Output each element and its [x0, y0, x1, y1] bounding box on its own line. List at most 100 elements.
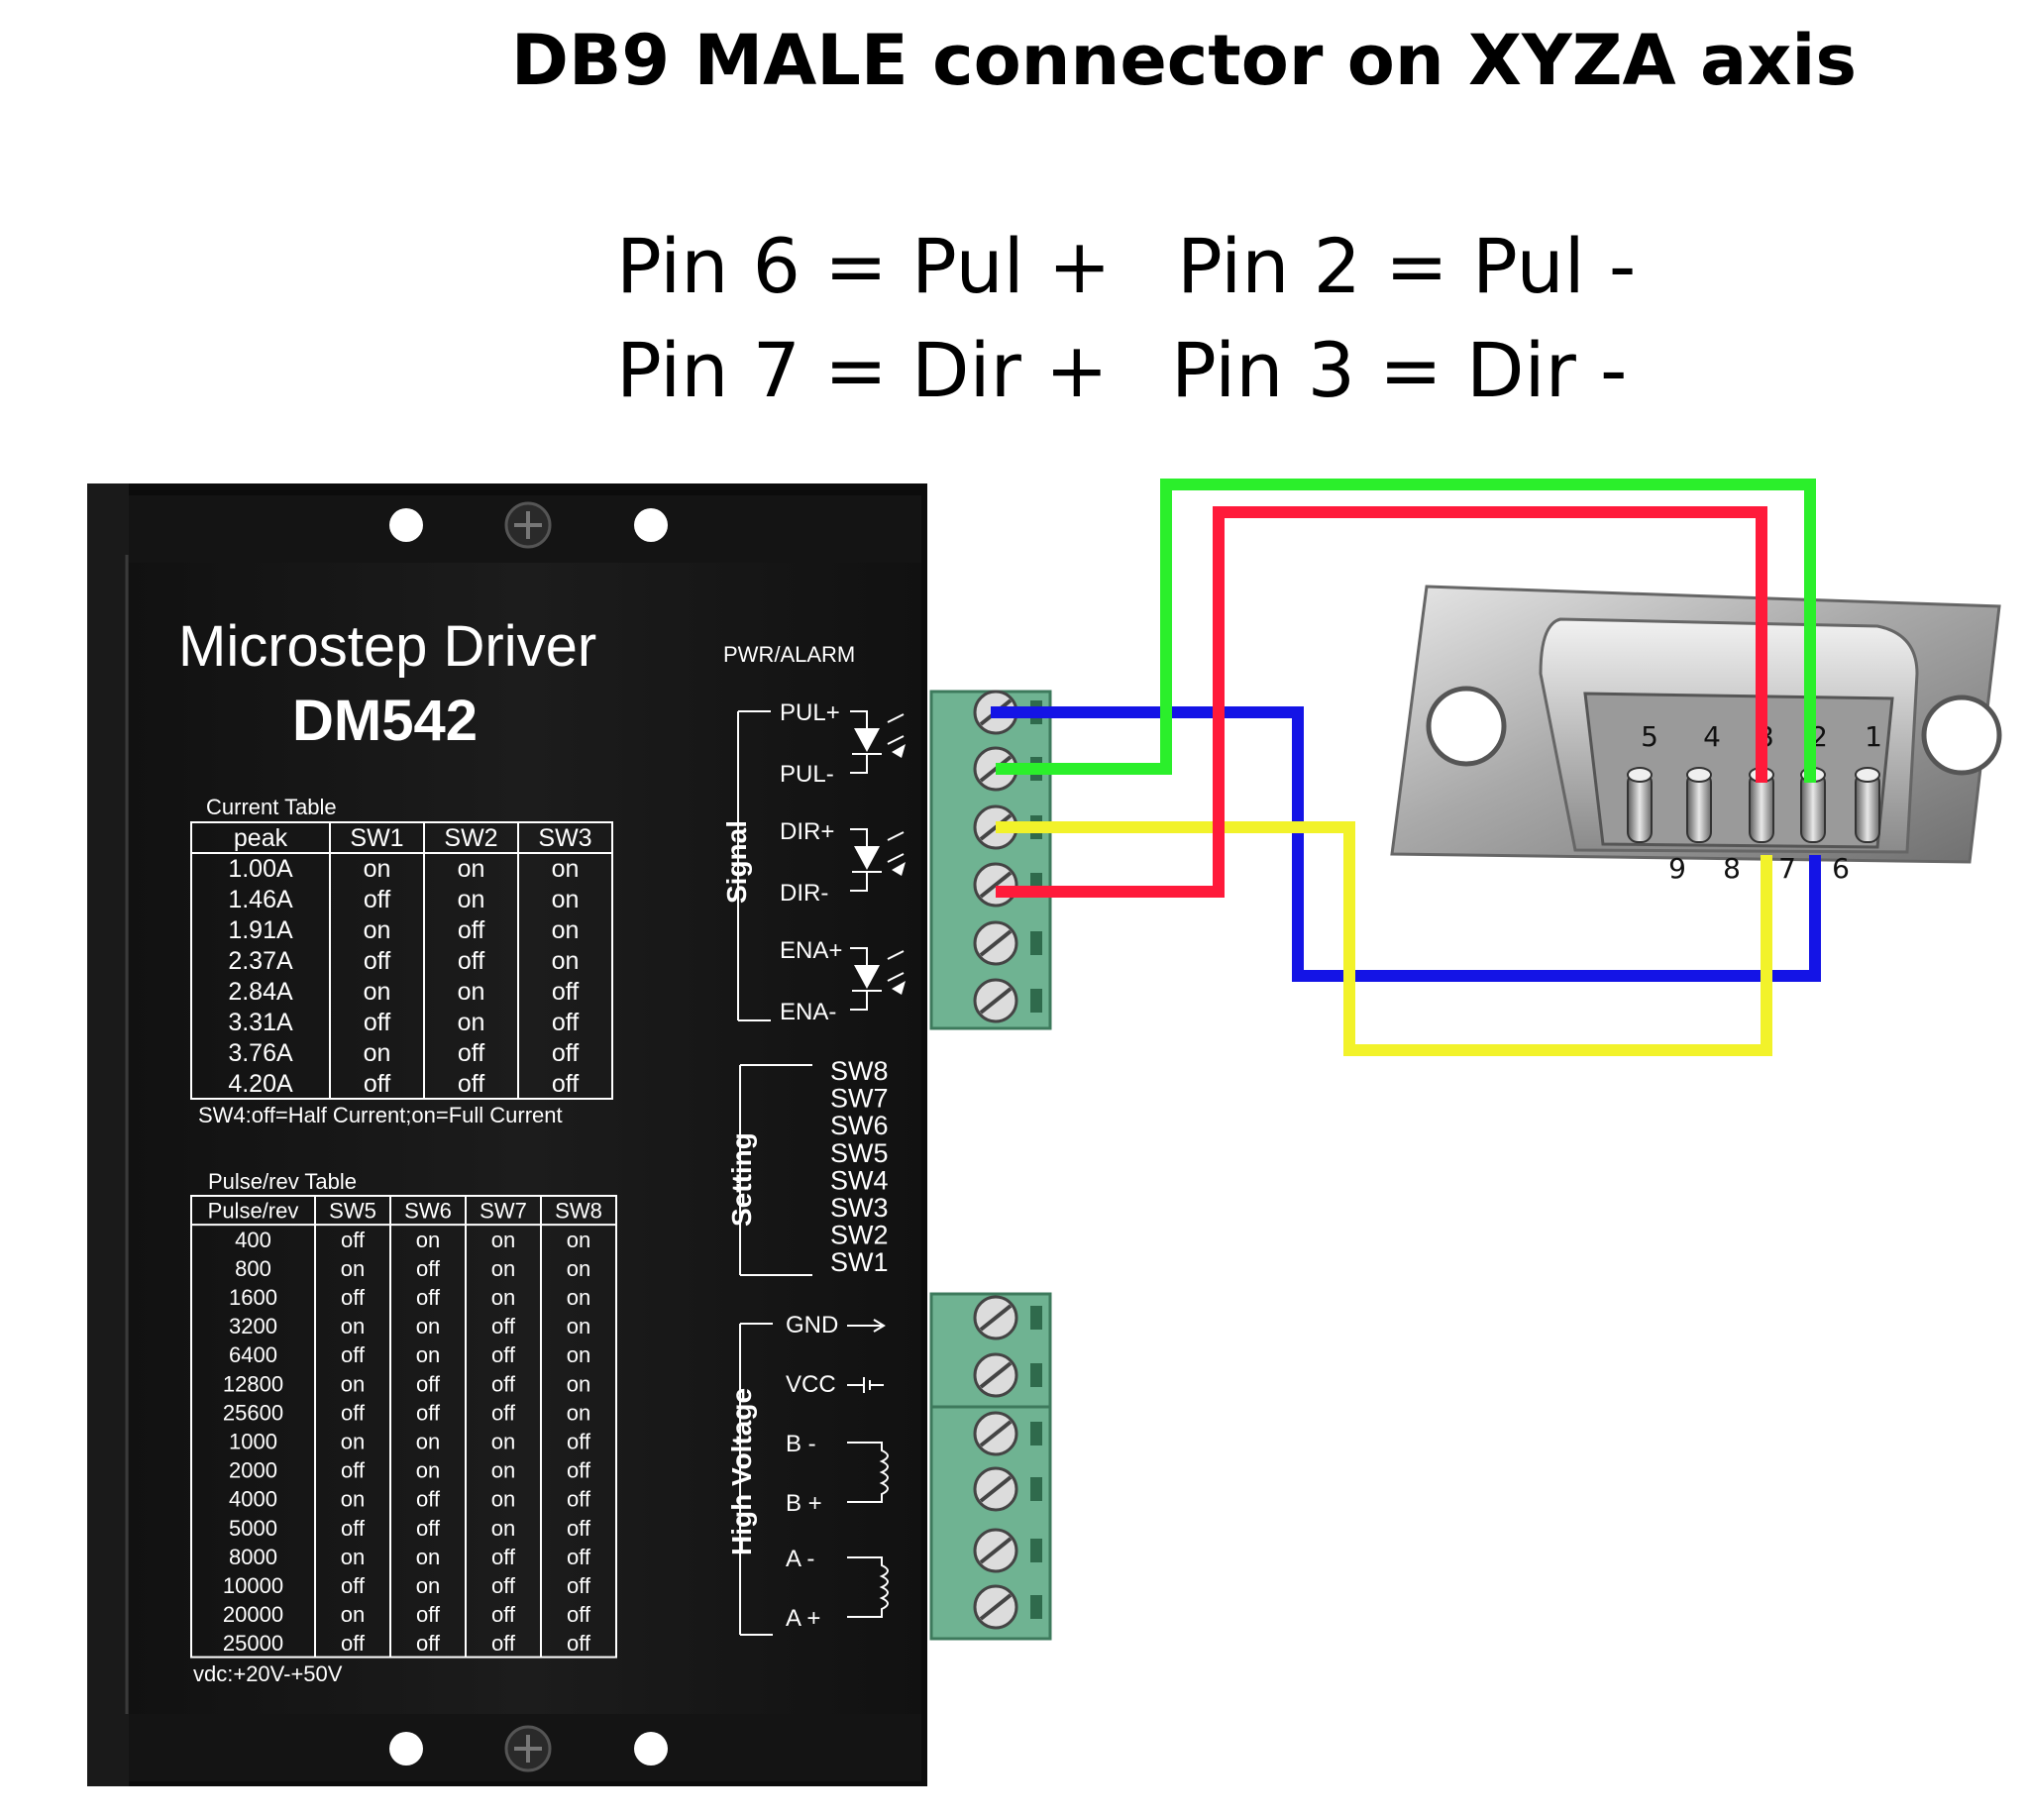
current-table-header-cell: SW1	[350, 824, 403, 852]
hv-terminal-1: GND	[786, 1312, 838, 1338]
wire-dir-plus	[996, 821, 1772, 1056]
current-table-cell: off	[364, 886, 390, 913]
pulse-table-header-cell: Pulse/rev	[208, 1199, 299, 1224]
pulse-table-cell: 20000	[223, 1602, 283, 1627]
pulse-table-cell: on	[341, 1545, 365, 1569]
current-table-cell: off	[552, 1009, 579, 1036]
pulse-table-header-cell: SW6	[404, 1199, 452, 1224]
db9-pin-top	[1686, 772, 1712, 843]
pulse-table-cell: 2000	[229, 1458, 277, 1483]
dip-switch-sw3: SW3	[830, 1193, 889, 1223]
pulse-table-header-cell: SW5	[329, 1199, 376, 1224]
db9-pin-number-8: 8	[1723, 852, 1741, 885]
pulse-table-cell: 6400	[229, 1342, 277, 1367]
pulse-table-cell: off	[491, 1602, 516, 1627]
db9-pin-top	[1627, 772, 1653, 843]
current-table-cell: on	[552, 947, 580, 975]
optocoupler-led-icon	[854, 965, 880, 989]
current-table-cell: on	[458, 1009, 485, 1036]
pulse-table-cell: on	[416, 1314, 440, 1338]
pulse-table-cell: 10000	[223, 1573, 283, 1598]
pulse-table-cell: off	[491, 1573, 516, 1598]
dip-switch-sw6: SW6	[830, 1111, 889, 1140]
pulse-table-cell: off	[341, 1400, 366, 1425]
pulse-table-cell: on	[567, 1228, 590, 1252]
db9-hole-left	[1426, 686, 1507, 767]
pulse-table-cell: on	[491, 1516, 515, 1541]
db9-pin-top	[1749, 772, 1774, 843]
current-table-cell: 2.37A	[228, 947, 293, 975]
pulse-table-cell: on	[567, 1342, 590, 1367]
pwr-alarm-label: PWR/ALARM	[723, 642, 855, 667]
current-table-cell: on	[364, 916, 391, 944]
pulse-table-cell: off	[567, 1602, 591, 1627]
current-table-cell: 3.76A	[228, 1039, 293, 1067]
pulse-table-cell: off	[491, 1400, 516, 1425]
driver-brand: Microstep Driver	[178, 614, 596, 679]
db9-pin-number-6: 6	[1832, 852, 1850, 885]
pulse-table-cell: off	[416, 1602, 441, 1627]
pulse-table-cell: on	[567, 1314, 590, 1338]
pulse-table-cell: on	[341, 1256, 365, 1281]
pulse-table-cell: off	[567, 1487, 591, 1512]
pulse-table-cell: off	[567, 1429, 591, 1453]
pulse-table-cell: off	[341, 1631, 366, 1656]
pulse-table-cell: on	[341, 1602, 365, 1627]
pulse-table-cell: off	[567, 1545, 591, 1569]
current-table-cell: off	[458, 1039, 484, 1067]
current-table-cell: on	[458, 855, 485, 883]
driver-heatsink-edge	[87, 483, 129, 1786]
pulse-table-cell: on	[416, 1228, 440, 1252]
diagram-title: DB9 MALE connector on XYZA axis	[511, 20, 1857, 101]
signal-terminal-1: PUL+	[780, 699, 840, 726]
pulse-table-cell: on	[341, 1487, 365, 1512]
current-table-cell: 1.46A	[228, 886, 293, 913]
pulse-table-cell: off	[341, 1458, 366, 1483]
hv-terminal-2: VCC	[786, 1371, 836, 1398]
pulse-table-cell: 25000	[223, 1631, 283, 1656]
pulse-table-cell: off	[567, 1573, 591, 1598]
pulse-table-cell: 3200	[229, 1314, 277, 1338]
vdc-label: vdc:+20V-+50V	[193, 1661, 343, 1686]
pulse-table-cell: off	[416, 1371, 441, 1396]
pulse-table-cell: 4000	[229, 1487, 277, 1512]
optocoupler-led-icon	[854, 846, 880, 870]
pulse-table-cell: off	[416, 1285, 441, 1310]
mount-hole-bottom-right	[634, 1732, 668, 1766]
pulse-table-cell: on	[341, 1371, 365, 1396]
dip-switch-sw4: SW4	[830, 1165, 889, 1195]
pulse-table-caption: Pulse/rev Table	[208, 1169, 357, 1194]
pulse-table-cell: on	[491, 1487, 515, 1512]
current-table-cell: off	[552, 1039, 579, 1067]
pulse-table-cell: on	[416, 1545, 440, 1569]
current-table-cell: off	[458, 916, 484, 944]
db9-hole-right	[1921, 695, 2002, 776]
pulse-table-cell: off	[416, 1516, 441, 1541]
current-table-header-cell: peak	[234, 824, 288, 852]
pulse-table-cell: 25600	[223, 1400, 283, 1425]
pulse-table-cell: on	[416, 1342, 440, 1367]
current-table-cell: 2.84A	[228, 978, 293, 1006]
pulse-table-cell: on	[416, 1429, 440, 1453]
wires	[991, 479, 1821, 1056]
pulse-table-cell: off	[491, 1371, 516, 1396]
db9-pin-number-9: 9	[1668, 852, 1686, 885]
signal-terminal-2: PUL-	[780, 761, 834, 788]
current-table-cell: 4.20A	[228, 1070, 293, 1098]
pulse-table-header-cell: SW8	[555, 1199, 602, 1224]
dm542-driver: Microstep Driver DM542 PWR/ALARM Current…	[87, 483, 1052, 1786]
pulse-table-cell: off	[341, 1285, 366, 1310]
db9-pin-number-5: 5	[1641, 720, 1658, 753]
pulse-table-cell: off	[567, 1631, 591, 1656]
driver-model: DM542	[292, 689, 478, 753]
db9-pin-number-4: 4	[1703, 720, 1721, 753]
vcc-capacitor-icon	[847, 1377, 884, 1393]
current-table-cell: off	[364, 1009, 390, 1036]
pulse-table-cell: on	[341, 1429, 365, 1453]
pulse-table-cell: 5000	[229, 1516, 277, 1541]
pulse-table-cell: on	[491, 1228, 515, 1252]
